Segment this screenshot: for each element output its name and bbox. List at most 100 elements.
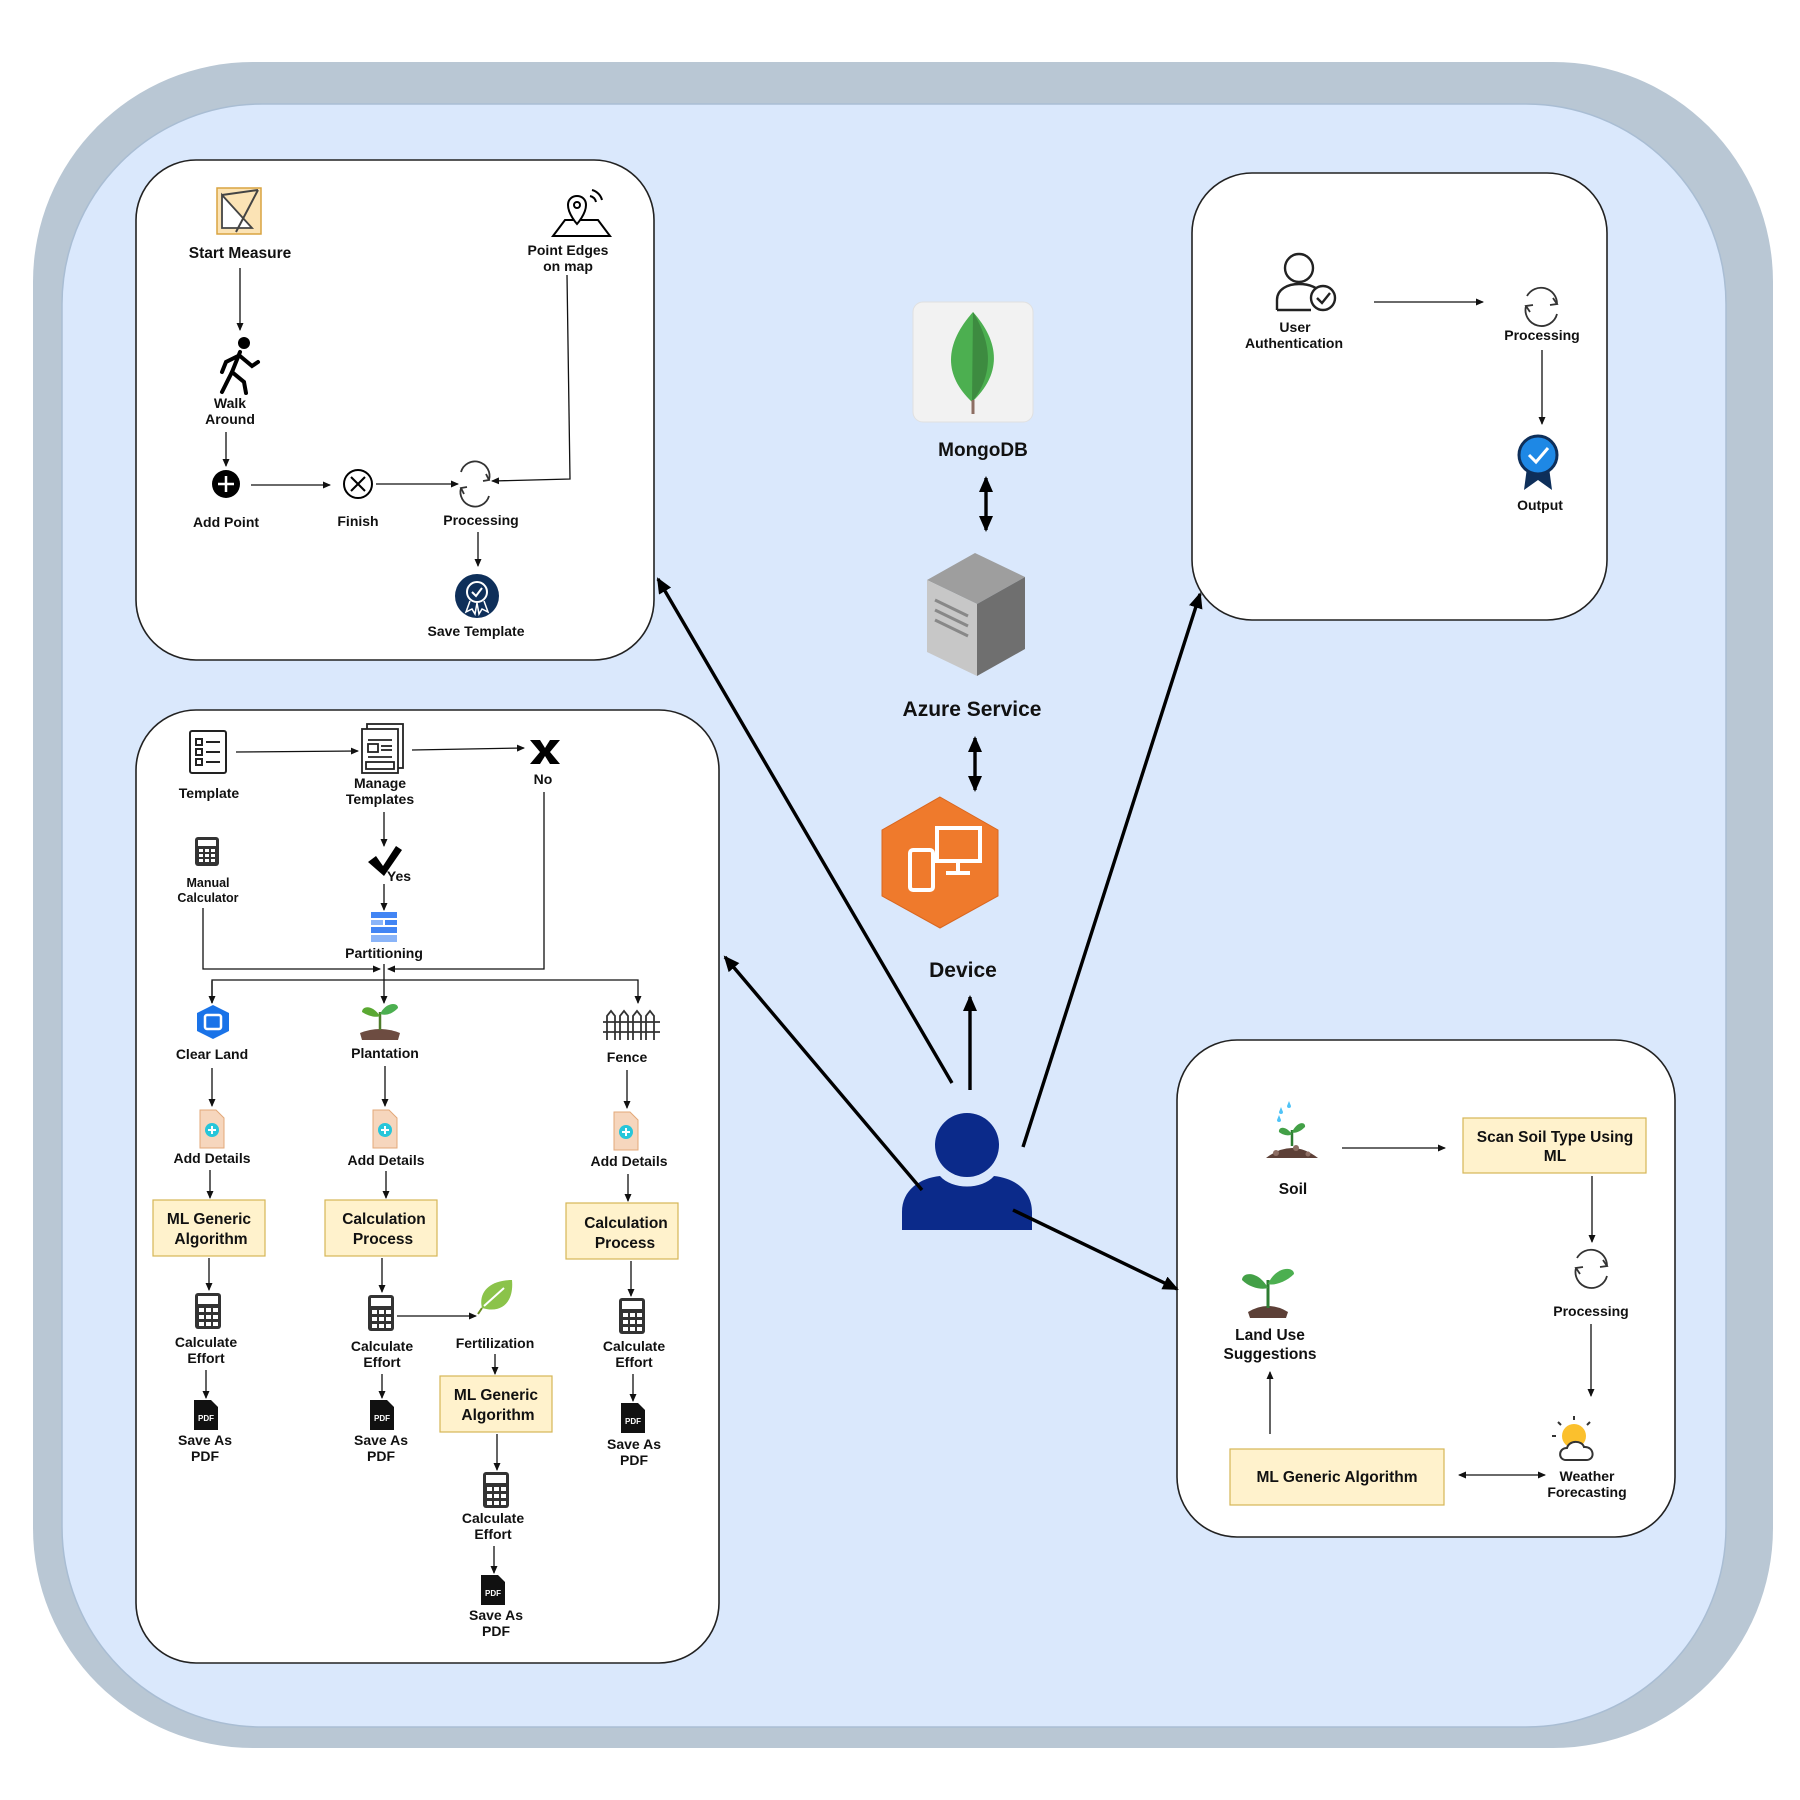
panel-measure (135, 159, 655, 661)
point-edges-label-line1: Point Edges (528, 242, 609, 258)
clear-land-add-details-label: Add Details (173, 1150, 250, 1166)
fertilization-ml-line2: Algorithm (461, 1407, 534, 1424)
clear-land-ml-line2: Algorithm (174, 1231, 247, 1248)
output-badge-icon (1517, 434, 1559, 490)
clear-land-save-pdf-line1: Save As (178, 1432, 232, 1448)
partitioning-icon (371, 912, 397, 942)
walk-label-line2: Around (205, 411, 255, 427)
clear-land-ml-box (152, 1199, 266, 1257)
finish-icon (343, 469, 373, 499)
arrow-user-measure (656, 577, 954, 1084)
clear-land-calc-effort-line2: Effort (187, 1350, 225, 1366)
scan-soil-line1: Scan Soil Type Using (1477, 1129, 1633, 1146)
template-checklist-icon (189, 730, 227, 774)
user-icon (902, 1113, 1032, 1230)
fence-save-pdf-line1: Save As (607, 1436, 661, 1452)
fence-calc-line1: Calculation (584, 1215, 668, 1232)
clear-land-save-pdf-line2: PDF (191, 1448, 219, 1464)
fertilization-save-pdf-line2: PDF (482, 1623, 510, 1639)
clear-land-add-details-icon (199, 1109, 225, 1149)
manual-calculator-label-line2: Calculator (177, 891, 238, 905)
fence-add-details-icon (613, 1111, 639, 1151)
mongodb-icon (912, 301, 1034, 423)
conn-pointedges-processing (491, 274, 571, 485)
arrow-user-auth (1021, 592, 1203, 1148)
auth-processing-icon (1524, 286, 1559, 327)
fertilization-label: Fertilization (456, 1335, 535, 1351)
fence-calculator-icon (619, 1298, 645, 1334)
clear-land-calc-effort-line1: Calculate (175, 1334, 237, 1350)
fence-pdf-glyph: PDF (625, 1417, 641, 1426)
scan-soil-box (1462, 1117, 1647, 1174)
fence-pdf-icon: PDF (621, 1403, 645, 1433)
land-use-label-line1: Land Use (1235, 1327, 1305, 1344)
fertilization-pdf-glyph: PDF (485, 1589, 501, 1598)
plantation-calc-line2: Process (353, 1231, 413, 1248)
plantation-calc-line1: Calculation (342, 1211, 426, 1228)
plantation-save-pdf-line2: PDF (367, 1448, 395, 1464)
panel-auth (1191, 172, 1608, 621)
yes-check-icon (368, 846, 402, 876)
soil-ml-label: ML Generic Algorithm (1256, 1469, 1417, 1486)
processing-icon (459, 460, 491, 508)
plantation-sprout-icon (360, 1004, 400, 1040)
plantation-label: Plantation (351, 1045, 419, 1061)
fertilization-leaf-icon (477, 1280, 513, 1315)
output-label: Output (1517, 497, 1563, 513)
processing-label: Processing (443, 512, 518, 528)
walking-person-icon (220, 337, 260, 395)
save-template-badge-icon (455, 574, 499, 618)
arrow-user-soil (1012, 1208, 1179, 1291)
save-template-label: Save Template (427, 623, 524, 639)
fence-calc-line2: Process (595, 1235, 655, 1252)
fence-calc-effort-line1: Calculate (603, 1338, 665, 1354)
clear-land-icon (197, 1005, 229, 1039)
user-auth-label-line2: Authentication (1245, 335, 1343, 351)
template-label: Template (179, 785, 240, 801)
start-measure-label: Start Measure (189, 245, 292, 262)
plantation-add-details-icon (372, 1109, 398, 1149)
plantation-calc-box (324, 1199, 438, 1257)
yes-label: Yes (387, 868, 411, 884)
server-icon (927, 553, 1025, 676)
manage-templates-icon (361, 723, 404, 774)
fertilization-pdf-icon: PDF (481, 1575, 505, 1605)
fertilization-save-pdf-line1: Save As (469, 1607, 523, 1623)
manual-calculator-icon (195, 837, 219, 866)
scan-soil-line2: ML (1544, 1148, 1566, 1165)
fence-icon (603, 1009, 660, 1040)
panel-template (135, 709, 720, 1664)
fence-label: Fence (607, 1049, 648, 1065)
walk-label-line1: Walk (214, 395, 246, 411)
soil-processing-label: Processing (1553, 1303, 1628, 1319)
partitioning-label: Partitioning (345, 945, 423, 961)
finish-label: Finish (337, 513, 378, 529)
fertilization-calculator-icon (483, 1472, 509, 1508)
plantation-calc-effort-line1: Calculate (351, 1338, 413, 1354)
plantation-calc-effort-line2: Effort (363, 1354, 401, 1370)
fence-calc-effort-line2: Effort (615, 1354, 653, 1370)
clear-land-pdf-glyph: PDF (198, 1414, 214, 1423)
soil-label: Soil (1279, 1181, 1307, 1198)
land-use-label-line2: Suggestions (1223, 1346, 1316, 1363)
device-label: Device (929, 959, 997, 982)
manual-calculator-label-line1: Manual (186, 876, 229, 890)
manage-templates-label-line2: Templates (346, 791, 414, 807)
plantation-pdf-glyph: PDF (374, 1414, 390, 1423)
fertilization-calc-effort-line2: Effort (474, 1526, 512, 1542)
fertilization-ml-line1: ML Generic (454, 1387, 539, 1404)
no-label: No (534, 771, 553, 787)
weather-icon (1552, 1416, 1594, 1461)
manage-templates-label-line1: Manage (354, 775, 406, 791)
point-edges-label-line2: on map (543, 258, 593, 274)
land-use-sprout-icon (1242, 1268, 1294, 1318)
arrow-user-template (723, 955, 924, 1192)
plantation-calculator-icon (368, 1295, 394, 1331)
device-icon (881, 796, 999, 929)
fertilization-calc-effort-line1: Calculate (462, 1510, 524, 1526)
plantation-add-details-label: Add Details (347, 1152, 424, 1168)
user-authentication-icon (1275, 252, 1337, 312)
azure-label: Azure Service (903, 698, 1042, 721)
mongodb-label: MongoDB (938, 440, 1028, 461)
